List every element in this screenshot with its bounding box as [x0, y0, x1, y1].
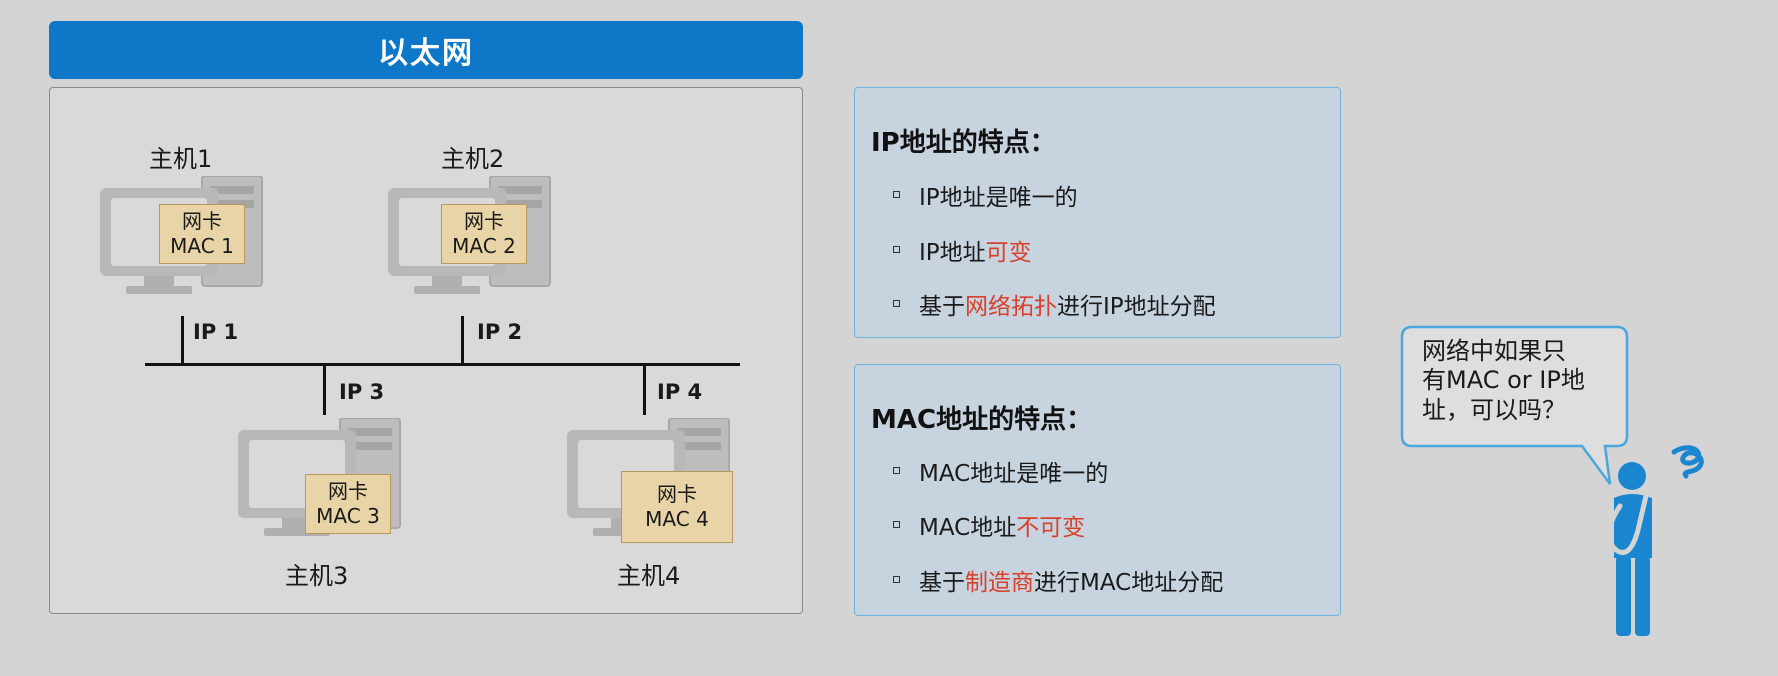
drop-line-host2 [461, 316, 464, 364]
ip-feature-item: IP地址可变 [893, 233, 1032, 267]
nic-host4: 网卡 MAC 4 [621, 471, 733, 543]
nic-mac: MAC 4 [645, 507, 709, 531]
drop-line-host4 [643, 365, 646, 415]
bus-line [145, 363, 740, 366]
nic-mac: MAC 3 [316, 504, 380, 528]
drop-line-host3 [323, 365, 326, 415]
nic-host2: 网卡 MAC 2 [441, 204, 527, 264]
ip-label-1: IP 1 [193, 320, 239, 344]
ip-features-box: IP地址的特点： IP地址是唯一的 IP地址可变 基于网络拓扑进行IP地址分配 [854, 87, 1341, 338]
nic-title: 网卡 [328, 479, 368, 503]
host-label-4: 主机4 [617, 562, 681, 590]
host-label-3: 主机3 [285, 562, 349, 590]
ethernet-title: 以太网 [49, 21, 803, 79]
ip-features-title: IP地址的特点： [871, 128, 1056, 158]
ip-label-3: IP 3 [339, 380, 385, 404]
mac-feature-item: 基于制造商进行MAC地址分配 [892, 563, 1223, 597]
ip-label-4: IP 4 [657, 380, 703, 404]
highlight-text: 不可变 [1016, 515, 1086, 541]
nic-title: 网卡 [182, 209, 222, 233]
mac-features-title: MAC地址的特点： [871, 405, 1093, 435]
mac-feature-item: MAC地址不可变 [892, 508, 1086, 542]
ip-feature-item: IP地址是唯一的 [893, 178, 1078, 212]
highlight-text: 可变 [985, 240, 1032, 266]
nic-host3: 网卡 MAC 3 [305, 474, 391, 534]
ethernet-diagram: IP 1 IP 2 IP 3 IP 4 主机1 主机2 主机3 主机4 网卡 M… [49, 87, 803, 614]
ip-feature-item: 基于网络拓扑进行IP地址分配 [893, 287, 1216, 321]
nic-mac: MAC 1 [170, 234, 234, 258]
bubble-line: 址，可以吗？ [1422, 395, 1566, 424]
mac-features-box: MAC地址的特点： MAC地址是唯一的 MAC地址不可变 基于制造商进行MAC地… [854, 364, 1341, 616]
nic-host1: 网卡 MAC 1 [159, 204, 245, 264]
nic-title: 网卡 [464, 209, 504, 233]
thinking-person-icon [1606, 445, 1704, 636]
bubble-line: 有MAC or IP地 [1422, 366, 1585, 395]
mac-feature-item: MAC地址是唯一的 [892, 454, 1108, 488]
host-label-2: 主机2 [441, 145, 505, 173]
computer-icon-host3 [238, 418, 401, 536]
highlight-text: 网络拓扑 [965, 294, 1057, 320]
host-label-1: 主机1 [149, 145, 213, 173]
drop-line-host1 [181, 316, 184, 364]
bubble-text: 网络中如果只 有MAC or IP地 址，可以吗？ [1422, 337, 1632, 425]
bubble-line: 网络中如果只 [1422, 337, 1566, 365]
nic-mac: MAC 2 [452, 234, 516, 258]
highlight-text: 制造商 [965, 570, 1034, 596]
nic-title: 网卡 [657, 482, 697, 506]
ip-label-2: IP 2 [477, 320, 523, 344]
